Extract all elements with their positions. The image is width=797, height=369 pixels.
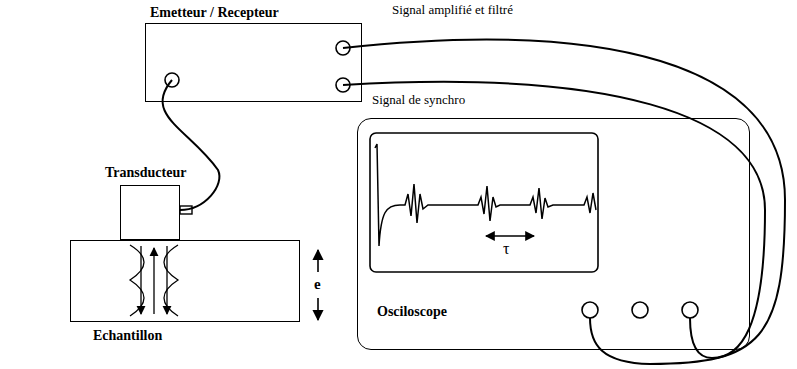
terminal: [582, 302, 598, 318]
box-outline: [145, 23, 362, 102]
terminal: [632, 302, 648, 318]
box-outline: [70, 240, 300, 322]
dimension-label: τ: [503, 240, 509, 258]
terminal: [682, 302, 698, 318]
box-outline: [120, 185, 180, 240]
waveform: [375, 144, 596, 246]
tau-arrow: [486, 235, 534, 236]
wave-echoes: [130, 245, 178, 316]
device-box: Emetteur / Recepteur: [145, 5, 364, 102]
cable: [343, 82, 765, 358]
cable: [343, 40, 785, 364]
dimension-label: e: [314, 276, 321, 293]
device-label: Echantillon: [93, 328, 162, 344]
cable: [162, 80, 219, 210]
signal-name: Signal de synchro: [372, 92, 465, 107]
signal-name: Signal amplifié et filtré: [392, 2, 513, 17]
device-box: Osciloscope: [357, 118, 750, 350]
screen: [370, 133, 598, 272]
device-label: Transducteur: [105, 165, 186, 181]
device-label: Osciloscope: [377, 304, 447, 320]
device-box: Transducteur: [100, 165, 200, 242]
device-box: Echantillon: [68, 240, 302, 352]
device-label: Emetteur / Recepteur: [150, 5, 279, 21]
